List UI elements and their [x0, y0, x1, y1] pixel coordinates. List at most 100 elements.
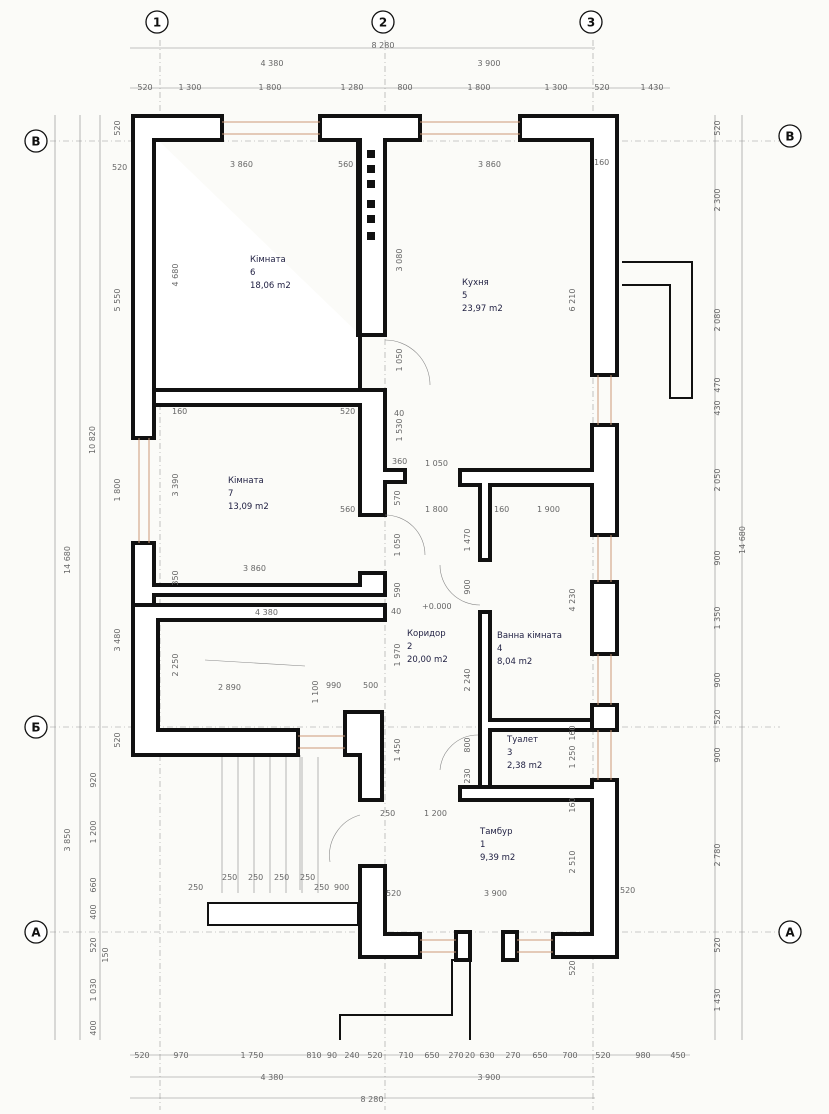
- svg-text:3 900: 3 900: [484, 889, 507, 898]
- svg-text:Кімната: Кімната: [228, 476, 264, 486]
- svg-text:1 800: 1 800: [113, 479, 122, 502]
- room-label-kimnata-6: Кімната 6 18,06 m2: [250, 255, 291, 291]
- svg-text:1 430: 1 430: [641, 83, 664, 92]
- svg-text:160: 160: [594, 158, 609, 167]
- axis-marker-a-left: А: [24, 920, 48, 944]
- svg-text:400: 400: [89, 1020, 98, 1035]
- svg-text:А: А: [31, 926, 41, 940]
- svg-text:520: 520: [137, 83, 152, 92]
- svg-text:4 230: 4 230: [568, 589, 577, 612]
- svg-text:520: 520: [620, 886, 635, 895]
- svg-text:250: 250: [274, 873, 289, 882]
- svg-text:500: 500: [363, 681, 378, 690]
- svg-text:Туалет: Туалет: [506, 735, 538, 745]
- windows: [138, 121, 612, 953]
- svg-text:2: 2: [379, 16, 387, 30]
- svg-text:520: 520: [89, 937, 98, 952]
- svg-text:3 860: 3 860: [230, 160, 253, 169]
- svg-text:590: 590: [393, 582, 402, 597]
- svg-text:1 030: 1 030: [89, 979, 98, 1002]
- svg-text:650: 650: [424, 1051, 439, 1060]
- room-label-kimnata-7: Кімната 7 13,09 m2: [228, 476, 269, 512]
- svg-text:250: 250: [248, 873, 263, 882]
- svg-text:9,39 m2: 9,39 m2: [480, 853, 515, 863]
- svg-text:20,00 m2: 20,00 m2: [407, 655, 448, 665]
- svg-text:520: 520: [713, 120, 722, 135]
- room-label-vanna-4: Ванна кімната 4 8,04 m2: [497, 631, 562, 667]
- svg-text:В: В: [31, 135, 40, 149]
- right-dimensions: 14 680 520 2 300 2 080 430 470 2 050 900…: [713, 120, 747, 1011]
- svg-text:1 800: 1 800: [259, 83, 282, 92]
- svg-text:2 240: 2 240: [463, 669, 472, 692]
- room-label-kukhnia-5: Кухня 5 23,97 m2: [462, 278, 503, 314]
- bottom-dimensions: 520 970 1 750 810 90 240 520 710 650 270…: [134, 1051, 685, 1104]
- svg-text:800: 800: [463, 737, 472, 752]
- svg-text:520: 520: [367, 1051, 382, 1060]
- svg-text:1 530: 1 530: [395, 419, 404, 442]
- axis-marker-v-right: В: [778, 124, 802, 148]
- floor-level-mark: +0.000: [422, 602, 452, 611]
- svg-text:1 050: 1 050: [393, 534, 402, 557]
- dimension-lines: [54, 47, 743, 1099]
- svg-text:4 380: 4 380: [261, 59, 284, 68]
- svg-text:560: 560: [340, 505, 355, 514]
- svg-text:1 100: 1 100: [311, 681, 320, 704]
- svg-text:Тамбур: Тамбур: [479, 827, 512, 837]
- svg-text:6: 6: [250, 268, 255, 278]
- svg-text:160: 160: [568, 797, 577, 812]
- svg-text:900: 900: [713, 550, 722, 565]
- svg-text:1 430: 1 430: [713, 989, 722, 1012]
- svg-text:3 480: 3 480: [113, 629, 122, 652]
- svg-text:250: 250: [188, 883, 203, 892]
- svg-text:230: 230: [463, 768, 472, 783]
- svg-text:А: А: [785, 926, 795, 940]
- svg-text:1 900: 1 900: [537, 505, 560, 514]
- svg-text:270: 270: [505, 1051, 520, 1060]
- svg-text:250: 250: [300, 873, 315, 882]
- svg-text:160: 160: [172, 407, 187, 416]
- svg-text:430: 430: [713, 400, 722, 415]
- svg-text:40: 40: [394, 409, 404, 418]
- door-swings: [329, 339, 481, 863]
- svg-text:10 820: 10 820: [88, 426, 97, 454]
- svg-text:450: 450: [670, 1051, 685, 1060]
- axis-marker-3: 3: [579, 10, 603, 34]
- svg-text:4 680: 4 680: [171, 264, 180, 287]
- svg-text:920: 920: [89, 772, 98, 787]
- svg-text:1 970: 1 970: [393, 644, 402, 667]
- svg-text:23,97 m2: 23,97 m2: [462, 304, 503, 314]
- svg-text:18,06 m2: 18,06 m2: [250, 281, 291, 291]
- svg-text:5 550: 5 550: [113, 289, 122, 312]
- svg-text:2 780: 2 780: [713, 844, 722, 867]
- svg-text:8 280: 8 280: [372, 41, 395, 50]
- svg-text:1 250: 1 250: [568, 746, 577, 769]
- svg-text:1 050: 1 050: [425, 459, 448, 468]
- room-label-tambur-1: Тамбур 1 9,39 m2: [479, 827, 515, 863]
- interior-dimensions: 3 860 560 3 860 520 160 4 680 3 080 6 21…: [112, 158, 635, 976]
- svg-text:14 680: 14 680: [738, 526, 747, 554]
- axis-marker-v-left: В: [24, 129, 48, 153]
- svg-text:520: 520: [595, 1051, 610, 1060]
- svg-text:6 210: 6 210: [568, 289, 577, 312]
- svg-text:150: 150: [101, 947, 110, 962]
- svg-text:520: 520: [340, 407, 355, 416]
- svg-text:2 250: 2 250: [171, 654, 180, 677]
- axis-marker-2: 2: [371, 10, 395, 34]
- svg-text:160: 160: [568, 725, 577, 740]
- svg-text:1 050: 1 050: [395, 349, 404, 372]
- svg-text:360: 360: [392, 457, 407, 466]
- svg-text:4 380: 4 380: [261, 1073, 284, 1082]
- svg-text:4: 4: [497, 644, 502, 654]
- svg-text:В: В: [785, 130, 794, 144]
- svg-text:700: 700: [562, 1051, 577, 1060]
- svg-text:Кухня: Кухня: [462, 278, 489, 288]
- svg-text:710: 710: [398, 1051, 413, 1060]
- svg-text:1 800: 1 800: [468, 83, 491, 92]
- svg-text:980: 980: [635, 1051, 650, 1060]
- svg-text:7: 7: [228, 489, 233, 499]
- svg-text:250: 250: [222, 873, 237, 882]
- svg-text:160: 160: [494, 505, 509, 514]
- svg-text:400: 400: [89, 904, 98, 919]
- svg-text:3 860: 3 860: [243, 564, 266, 573]
